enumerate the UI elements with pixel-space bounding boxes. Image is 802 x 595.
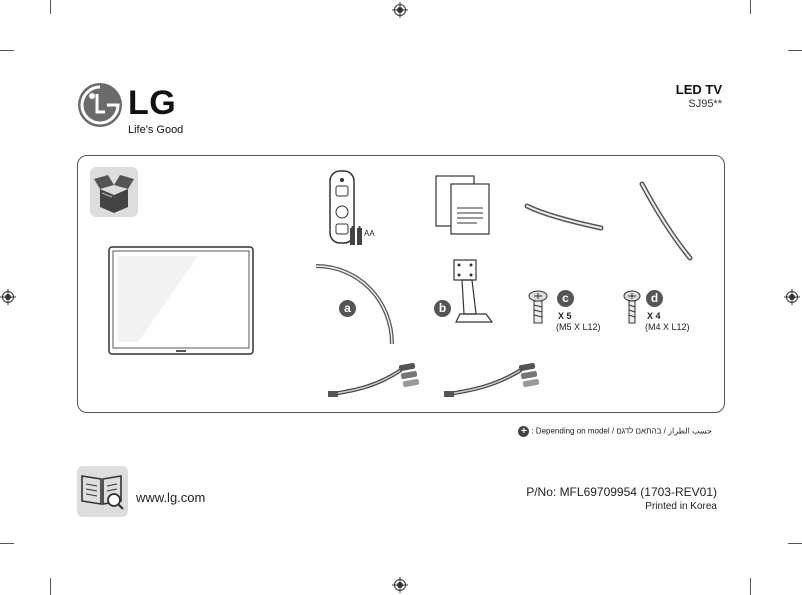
tv-icon — [108, 246, 254, 355]
screw-c-icon — [528, 290, 548, 324]
printed-in: Printed in Korea — [645, 501, 717, 512]
model-number: SJ95** — [688, 98, 722, 110]
item-a-badge: a — [339, 300, 356, 317]
box-icon-bg — [90, 167, 138, 217]
note-text: : Depending on model / حسب الطراز / בהתא… — [531, 426, 712, 436]
item-d-quantity: X 4 — [647, 311, 661, 321]
item-c-spec: (M5 X L12) — [556, 322, 601, 332]
cable-arc-icon — [315, 264, 394, 345]
lg-logo-icon — [78, 83, 122, 127]
crop-mark — [50, 0, 51, 14]
screw-d-icon — [623, 290, 641, 324]
manual-book-icon-bg — [77, 466, 128, 517]
battery-label: AA — [364, 229, 375, 238]
av-cable-icon — [328, 362, 420, 397]
item-b-badge: b — [434, 300, 451, 317]
registration-mark-icon — [0, 289, 16, 305]
registration-mark-icon — [784, 289, 800, 305]
av-cable-icon — [444, 362, 540, 397]
stand-icon — [453, 259, 494, 323]
model-dependency-note: +: Depending on model / حسب الطراز / בהת… — [518, 426, 712, 437]
accessories-panel — [77, 155, 725, 413]
book-search-icon — [81, 475, 124, 510]
item-d-spec: (M4 X L12) — [645, 322, 690, 332]
item-c-quantity: X 5 — [558, 311, 572, 321]
manual-icon — [435, 175, 490, 235]
brand-name: LG — [128, 84, 177, 122]
item-d-badge: d — [646, 290, 663, 307]
crop-mark — [750, 0, 751, 14]
cable-tie-icon — [639, 181, 693, 261]
registration-mark-icon — [392, 577, 408, 593]
crop-mark — [0, 50, 14, 51]
crop-mark — [788, 50, 802, 51]
battery-icon — [350, 226, 362, 245]
remote-control-icon — [329, 170, 355, 244]
product-type: LED TV — [675, 82, 722, 97]
open-box-icon — [94, 175, 134, 213]
crop-mark — [0, 543, 14, 544]
cable-holder-icon — [524, 203, 604, 231]
registration-mark-icon — [392, 2, 408, 18]
plus-circle-icon: + — [518, 426, 530, 437]
crop-mark — [788, 543, 802, 544]
item-c-badge: c — [557, 290, 574, 307]
brand-tagline: Life's Good — [128, 124, 184, 136]
crop-mark — [750, 578, 751, 595]
part-number: P/No: MFL69709954 (1703-REV01) — [526, 485, 717, 499]
crop-mark — [50, 578, 51, 595]
website-link[interactable]: www.lg.com — [136, 490, 206, 505]
